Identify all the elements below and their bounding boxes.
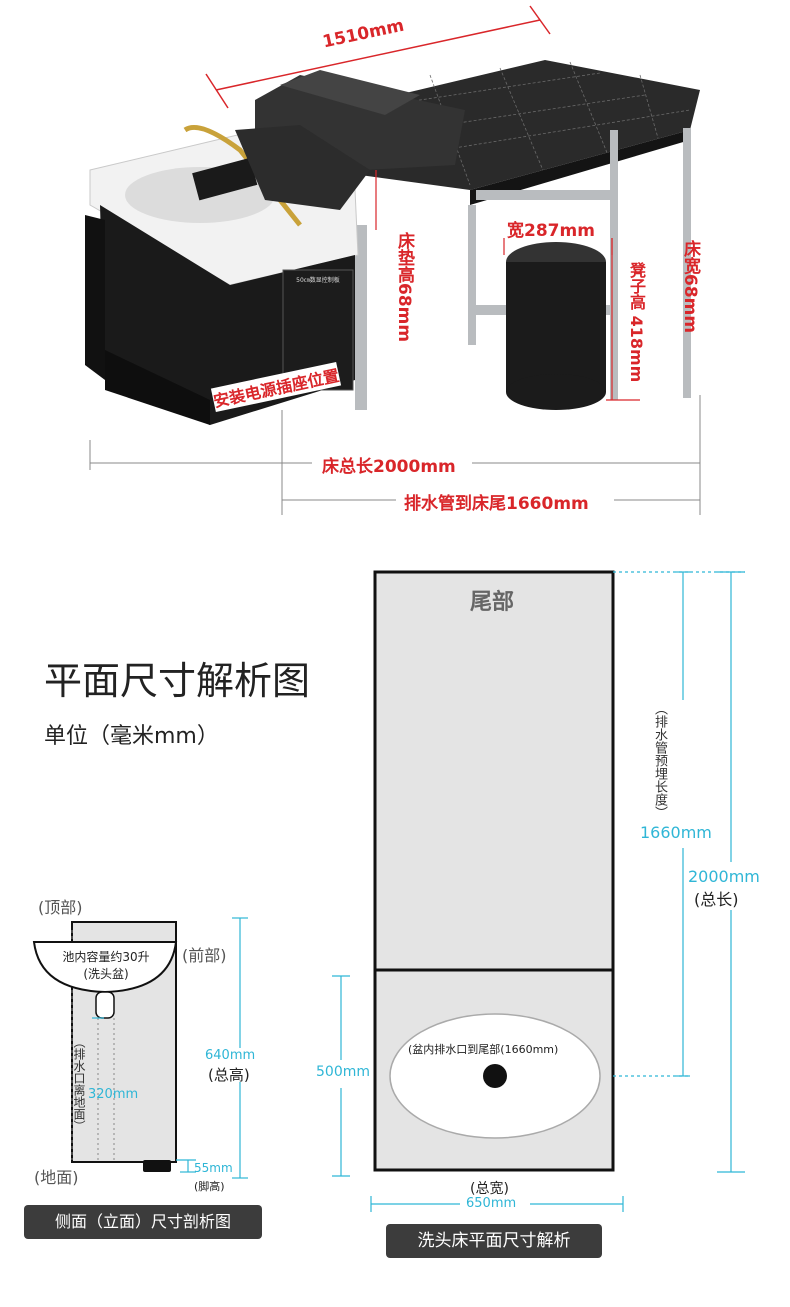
side-top-label: (顶部) [38,898,83,917]
dim-cushion-height: 床垫高68mm [394,232,414,343]
dim-stool-width: 宽287mm [507,221,595,241]
drain-pipe-label: （排水管预埋长度） [652,702,667,819]
dim-640: 640mm [205,1048,256,1063]
tail-label: 尾部 [470,590,515,615]
dim-55: 55mm [194,1161,233,1175]
side-front-label: (前部) [182,946,227,965]
control-panel-title: 50㎝数显控制板 [296,277,340,284]
dim-total-length: 床总长2000mm [318,452,460,477]
dim-2000: 2000mm [688,867,760,886]
dim-total-width-note: (总宽) [470,1181,509,1197]
dim-total-height-note: (总高) [208,1066,250,1084]
dim-foot-note: (脚高) [194,1180,225,1193]
side-ground-label: (地面) [34,1168,79,1187]
side-caption: 侧面（立面）尺寸剖析图 [24,1205,262,1239]
dim-650: 650mm [466,1196,517,1211]
dim-500: 500mm [316,1064,370,1080]
dim-stool-height: 凳子高 418mm [627,262,646,383]
basin-capacity: 池内容量约30升 [62,950,150,964]
dim-bed-width: 床宽68mm [680,240,700,334]
basin-label: (洗头盆) [83,967,129,981]
unit-label: 单位（毫米mm） [44,724,219,749]
dim-1660: 1660mm [640,823,712,842]
dim-320: 320mm [88,1087,139,1102]
bed-illustration [85,5,701,515]
plan-title: 平面尺寸解析图 [44,659,311,703]
dim-drain-to-tail: 排水管到床尾1660mm [400,489,593,514]
drain-height-label: （排水口离地面） [72,1036,86,1132]
dim-total-length-note: (总长) [694,890,739,909]
plan-caption: 洗头床平面尺寸解析 [386,1224,602,1258]
drain-note: (盆内排水口到尾部(1660mm) [408,1043,559,1056]
